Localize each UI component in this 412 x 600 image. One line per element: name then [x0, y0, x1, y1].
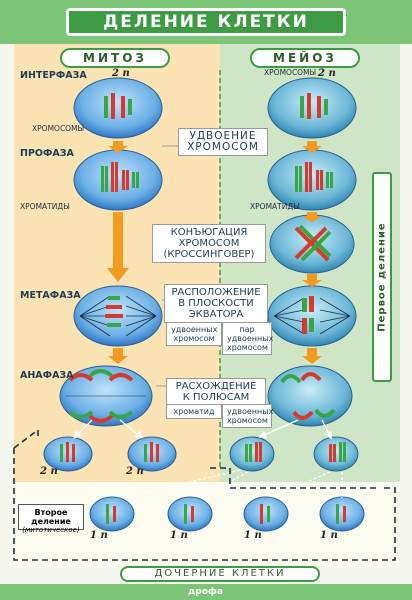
separation-line-2: К ПОЛЮСАМ: [182, 392, 250, 403]
label-separation: РАСХОЖДЕНИЕ К ПОЛЮСАМ: [166, 378, 266, 406]
meiosis-arrow-1: [302, 141, 322, 153]
second-division-box: Второе деление (митотическое): [18, 504, 84, 534]
mitosis-arrow-2: [107, 212, 129, 282]
daughter-cell-3: [243, 496, 289, 532]
mitosis-anaphase-cell: [59, 365, 153, 427]
ploidy-meiosis-top: 2 n: [318, 68, 336, 79]
ploidy-mitosis-top: 2 n: [112, 68, 130, 79]
mitosis-prophase-cell: [73, 149, 163, 211]
label-pair-doubled: пар удвоенных хромосом: [222, 322, 274, 355]
separation-line-1: РАСХОЖДЕНИЕ: [175, 381, 257, 392]
meiosis-conjugation-cell: [269, 214, 355, 274]
publisher-logo: дрофа: [188, 584, 248, 600]
second-division-line-1: Второе: [34, 508, 68, 517]
footer-band: [0, 584, 412, 600]
ploidy-daughter-2: 1 n: [170, 530, 188, 541]
daughter-cell-4: [319, 496, 365, 532]
publisher-name: дрофа: [188, 587, 223, 597]
label-chromatid-word: хроматид: [166, 404, 222, 419]
duplication-line-1: УДВОЕНИЕ: [189, 130, 257, 142]
duplication-line-2: ХРОМОСОМ: [187, 141, 259, 153]
alignment-line-3: ЭКВАТОРА: [188, 309, 244, 320]
label-duplication: УДВОЕНИЕ ХРОМОСОМ: [178, 128, 268, 156]
label-chromatids-mitosis: ХРОМАТИДЫ: [20, 202, 70, 211]
first-division-tab: Первое деление: [372, 172, 392, 382]
label-chromosomes-mitosis: ХРОМОСОМЫ: [32, 124, 85, 133]
mitosis-header: МИТОЗ: [60, 48, 170, 68]
daughter-cell-1: [89, 496, 135, 532]
meiosis-prophase-cell: [267, 149, 357, 211]
mitosis-daughter-cell-2: [127, 436, 177, 472]
conjugation-line-3: (КРОССИНГОВЕР): [163, 249, 255, 260]
ploidy-daughter-1: 1 n: [90, 530, 108, 541]
mitosis-metaphase-cell: [73, 285, 163, 347]
meiosis-arrow-4: [302, 348, 322, 364]
meiosis-arrow-2: [302, 212, 322, 222]
ploidy-daughter-3: 1 n: [244, 530, 262, 541]
phase-interphase: ИНТЕРФАЗА: [20, 70, 87, 81]
meiosis-interphase-cell: [267, 77, 357, 139]
phase-metaphase: МЕТАФАЗА: [20, 290, 81, 301]
phase-prophase: ПРОФАЗА: [20, 148, 74, 159]
alignment-line-1: РАСПОЛОЖЕНИЕ: [171, 287, 261, 298]
mitosis-arrow-3: [108, 348, 128, 364]
second-division-line-3: (митотическое): [22, 526, 80, 534]
label-doubled-chromosomes-2: удвоенных хромосом: [222, 404, 274, 428]
title-box: [66, 8, 346, 36]
pair-line-3: хромосом: [227, 343, 268, 352]
mitosis-daughter-cell-1: [43, 436, 93, 472]
mitosis-arrow-1: [108, 141, 128, 153]
daughter-cell-2: [167, 496, 213, 532]
daughter-cells-label: ДОЧЕРНИЕ КЛЕТКИ: [120, 566, 320, 582]
meiosis-anaphase-cell: [267, 365, 353, 427]
pair-line-2: удвоенных: [227, 334, 274, 343]
poster-title: ДЕЛЕНИЕ КЛЕТКИ: [103, 12, 309, 32]
ploidy-mitosis-left: 2 n: [40, 466, 58, 477]
label-alignment: РАСПОЛОЖЕНИЕ В ПЛОСКОСТИ ЭКВАТОРА: [164, 284, 268, 323]
meiosis-first-division-cell-1: [229, 436, 275, 472]
doubled2-line-2: хромосом: [227, 416, 268, 425]
meiosis-header: МЕЙОЗ: [250, 48, 360, 68]
conjugation-line-2: ХРОМОСОМ: [178, 238, 240, 249]
doubled2-line-1: удвоенных: [227, 407, 274, 416]
label-chromosomes-meiosis: ХРОМОСОМЫ: [264, 68, 317, 77]
pair-line-1: пар: [239, 325, 255, 334]
phase-anaphase: АНАФАЗА: [20, 370, 74, 381]
ploidy-daughter-4: 1 n: [320, 530, 338, 541]
doubled-line-2: хромосом: [173, 334, 215, 343]
meiosis-first-division-cell-2: [313, 436, 359, 472]
doubled-line-1: удвоенных: [171, 325, 218, 334]
label-chromatids-meiosis: ХРОМАТИДЫ: [250, 202, 300, 211]
first-division-label: Первое деление: [376, 222, 388, 332]
mitosis-interphase-cell: [73, 77, 163, 139]
ploidy-mitosis-right: 2 n: [126, 466, 144, 477]
meiosis-arrow-3: [302, 274, 322, 287]
label-doubled-chromosomes: удвоенных хромосом: [166, 322, 222, 346]
meiosis-metaphase-cell: [267, 285, 357, 347]
alignment-line-2: В ПЛОСКОСТИ: [178, 298, 254, 309]
conjugation-line-1: КОНЪЮГАЦИЯ: [170, 227, 248, 238]
label-conjugation: КОНЪЮГАЦИЯ ХРОМОСОМ (КРОССИНГОВЕР): [152, 224, 266, 263]
second-division-outline: [13, 428, 396, 561]
second-division-line-2: деление: [31, 517, 71, 526]
